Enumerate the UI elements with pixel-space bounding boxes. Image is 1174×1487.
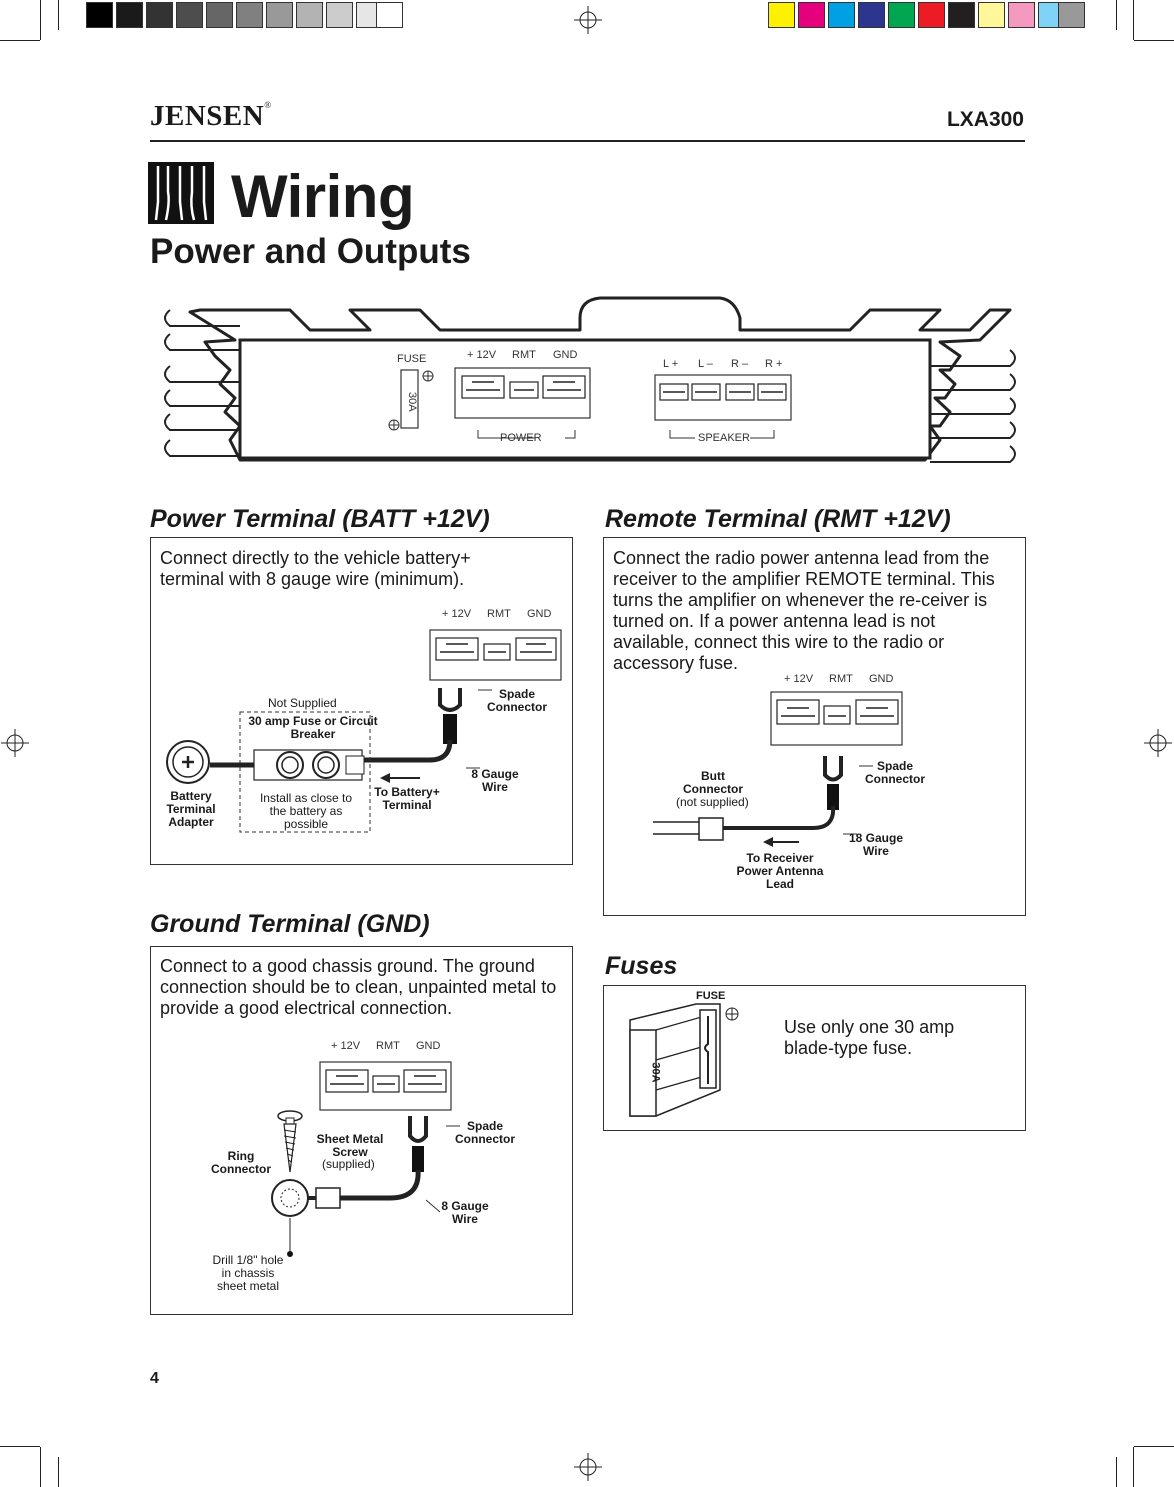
fuses-section-text: Use only one 30 amp blade-type fuse. bbox=[784, 1017, 955, 1058]
brand-logo: JENSEN® bbox=[150, 100, 272, 132]
ground-section-text: Connect to a good chassis ground. The gr… bbox=[160, 956, 557, 1018]
remote-terminal-rmt: RMT bbox=[829, 673, 853, 685]
page-title: Wiring bbox=[231, 163, 415, 230]
crop-mark bbox=[0, 40, 40, 41]
page-subtitle: Power and Outputs bbox=[150, 232, 471, 271]
crop-mark bbox=[1116, 1457, 1117, 1487]
amp-fuse-label: FUSE bbox=[397, 353, 427, 365]
power-section-text: Connect directly to the vehicle battery+… bbox=[160, 548, 471, 589]
amp-speaker-l-plus: L + bbox=[663, 358, 679, 370]
amp-terminal-gnd: GND bbox=[553, 349, 578, 361]
power-wiring-diagram bbox=[166, 629, 562, 833]
blade-fuse-illustration bbox=[629, 1003, 739, 1117]
crop-mark bbox=[1134, 1446, 1174, 1447]
power-terminal-rmt: RMT bbox=[487, 608, 511, 620]
crop-mark bbox=[1116, 0, 1117, 30]
ground-section-heading: Ground Terminal (GND) bbox=[150, 910, 430, 938]
ground-spade-label: Spade Connector bbox=[455, 1119, 515, 1146]
power-section-box bbox=[150, 537, 573, 865]
power-fuse-breaker: 30 amp Fuse or Circuit Breaker bbox=[248, 714, 378, 741]
fuse-label: FUSE bbox=[696, 990, 726, 1002]
amp-speaker-l-minus: L – bbox=[698, 358, 713, 370]
remote-butt-label: Butt Connector bbox=[683, 769, 743, 796]
amp-speaker-group: SPEAKER bbox=[698, 432, 750, 444]
ground-section-box bbox=[150, 946, 573, 1315]
crop-mark bbox=[40, 0, 41, 40]
power-terminal-gnd: GND bbox=[527, 608, 552, 620]
crop-mark bbox=[1134, 40, 1174, 41]
crop-mark bbox=[58, 1457, 59, 1487]
amp-speaker-r-plus: R + bbox=[765, 358, 783, 370]
crop-mark bbox=[58, 0, 59, 30]
remote-section-heading: Remote Terminal (RMT +12V) bbox=[605, 505, 951, 533]
power-install-note: Install as close to the battery as possi… bbox=[259, 791, 353, 831]
remote-terminal-gnd: GND bbox=[869, 673, 894, 685]
fuse-rating: 30A bbox=[649, 1062, 662, 1083]
ground-ring-label: Ring Connector bbox=[211, 1149, 271, 1176]
remote-to-receiver: To Receiver Power Antenna Lead bbox=[736, 851, 824, 891]
remote-not-supplied: (not supplied) bbox=[676, 795, 749, 809]
fuses-section-heading: Fuses bbox=[605, 952, 678, 980]
power-section-heading: Power Terminal (BATT +12V) bbox=[150, 505, 490, 533]
ground-gauge-label: 8 Gauge Wire bbox=[441, 1199, 489, 1226]
amp-fuse-rating: 30A bbox=[406, 392, 418, 412]
ground-terminal-12v: + 12V bbox=[331, 1040, 361, 1052]
ground-supplied-label: (supplied) bbox=[322, 1157, 375, 1171]
remote-gauge-label: 18 Gauge Wire bbox=[848, 831, 904, 858]
ground-terminal-rmt: RMT bbox=[376, 1040, 400, 1052]
crop-mark bbox=[1133, 0, 1134, 40]
crop-mark bbox=[0, 1446, 40, 1447]
ground-drill-label: Drill 1/8" hole in chassis sheet metal bbox=[212, 1253, 284, 1293]
power-not-supplied: Not Supplied bbox=[268, 696, 337, 710]
crop-mark bbox=[1133, 1447, 1134, 1487]
amp-terminal-rmt: RMT bbox=[512, 349, 536, 361]
crop-mark bbox=[40, 1447, 41, 1487]
amp-terminal-12v: + 12V bbox=[467, 349, 497, 361]
power-gauge-label: 8 Gauge Wire bbox=[471, 767, 519, 794]
ground-screw-label: Sheet Metal Screw bbox=[316, 1132, 384, 1159]
remote-section-text: Connect the radio power antenna lead fro… bbox=[613, 548, 995, 673]
power-spade-label: Spade Connector bbox=[487, 687, 547, 714]
amp-speaker-r-minus: R – bbox=[731, 358, 749, 370]
ground-terminal-gnd: GND bbox=[416, 1040, 441, 1052]
power-to-battery: To Battery+ Terminal bbox=[374, 785, 440, 812]
page-number: 4 bbox=[150, 1370, 159, 1387]
remote-terminal-12v: + 12V bbox=[784, 673, 814, 685]
wiring-icon bbox=[148, 162, 214, 224]
power-battery-adapter: Battery Terminal Adapter bbox=[166, 789, 216, 829]
remote-spade-label: Spade Connector bbox=[865, 759, 925, 786]
ground-wiring-diagram bbox=[271, 1061, 460, 1257]
amplifier-panel bbox=[164, 296, 1016, 463]
amp-power-group: POWER bbox=[500, 432, 542, 444]
header-rule bbox=[150, 140, 1025, 142]
model-number: LXA300 bbox=[946, 108, 1024, 131]
remote-wiring-diagram bbox=[653, 691, 903, 847]
power-terminal-12v: + 12V bbox=[442, 608, 472, 620]
